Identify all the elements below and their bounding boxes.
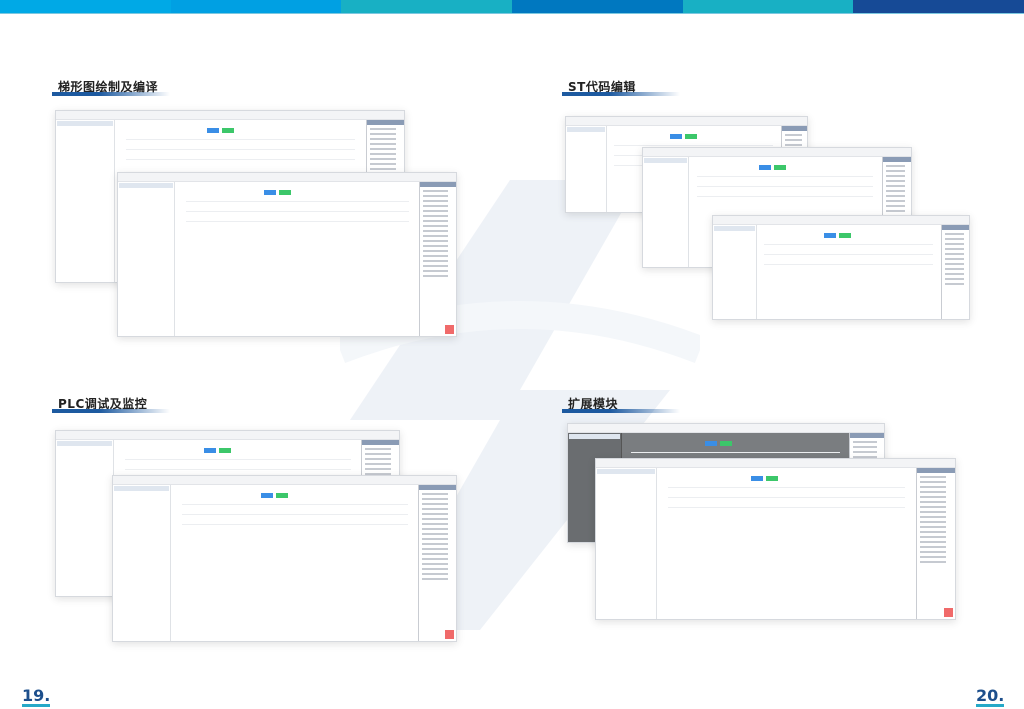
toolbar (56, 111, 404, 120)
red-button (445, 325, 454, 334)
toolbar (596, 459, 955, 468)
band-segment (170, 0, 342, 13)
section-title-text: 扩展模块 (568, 397, 619, 411)
top-color-band (0, 0, 1024, 14)
table-row (696, 186, 874, 187)
left-panel (566, 126, 607, 212)
green-button (276, 493, 289, 498)
band-segment (341, 0, 513, 13)
toolbar (56, 431, 399, 440)
left-panel (596, 468, 658, 619)
green-button (221, 128, 234, 133)
toolbar (566, 117, 807, 126)
table-row (124, 459, 351, 460)
blue-button (670, 134, 683, 139)
table-row (185, 221, 409, 222)
toolbar (118, 173, 456, 182)
blue-button (264, 190, 277, 195)
title-underline (562, 409, 680, 413)
software-screenshot (117, 172, 457, 337)
title-underline (52, 409, 170, 413)
left-panel (643, 157, 689, 267)
left-panel (713, 225, 757, 319)
title-underline (562, 92, 680, 96)
left-panel (56, 120, 116, 282)
section-title-debug: PLC调试及监控 (52, 395, 170, 413)
blue-button (823, 233, 836, 238)
table-row (125, 139, 356, 140)
green-button (838, 233, 851, 238)
green-button (766, 476, 779, 481)
section-title-text: 梯形图绘制及编译 (58, 80, 159, 94)
table-row (125, 159, 356, 160)
band-segment (853, 0, 1024, 13)
section-title-st: ST代码编辑 (562, 78, 680, 96)
section-title-text: ST代码编辑 (568, 80, 636, 94)
table-row (764, 264, 934, 265)
band-segment (682, 0, 854, 13)
table-row (185, 211, 409, 212)
table-row (124, 469, 351, 470)
left-panel (56, 440, 115, 596)
toolbar (568, 424, 884, 433)
software-screenshot (595, 458, 956, 620)
band-segment (0, 0, 171, 13)
blue-button (704, 441, 717, 446)
green-button (719, 441, 732, 446)
green-button (279, 190, 292, 195)
section-title-extension: 扩展模块 (562, 395, 680, 413)
right-panel (940, 225, 969, 319)
green-button (774, 165, 787, 170)
page-number-left: 19. (22, 686, 51, 707)
toolbar (113, 476, 456, 485)
green-button (685, 134, 698, 139)
right-panel (915, 468, 955, 619)
right-panel (418, 182, 456, 336)
left-panel (118, 182, 176, 336)
table-row (696, 196, 874, 197)
section-title-ladder: 梯形图绘制及编译 (52, 78, 170, 96)
table-row (125, 149, 356, 150)
table-row (696, 176, 874, 177)
table-row (181, 524, 408, 525)
table-row (764, 244, 934, 245)
table-row (614, 145, 774, 146)
table-row (181, 514, 408, 515)
green-button (219, 448, 232, 453)
red-button (445, 630, 454, 639)
table-row (185, 201, 409, 202)
page-number-right: 20. (976, 686, 1005, 707)
blue-button (261, 493, 274, 498)
software-screenshot (712, 215, 970, 320)
blue-button (751, 476, 764, 481)
blue-button (204, 448, 217, 453)
blue-button (206, 128, 219, 133)
band-segment (512, 0, 683, 13)
table-row (181, 504, 408, 505)
software-screenshot (112, 475, 457, 642)
toolbar (643, 148, 911, 157)
table-row (631, 452, 840, 453)
table-row (667, 497, 905, 498)
red-button (944, 608, 953, 617)
table-row (764, 254, 934, 255)
title-underline (52, 92, 170, 96)
section-title-text: PLC调试及监控 (58, 397, 148, 411)
table-row (667, 487, 905, 488)
right-panel (418, 485, 456, 641)
blue-button (759, 165, 772, 170)
left-panel (113, 485, 172, 641)
table-row (667, 507, 905, 508)
toolbar (713, 216, 969, 225)
